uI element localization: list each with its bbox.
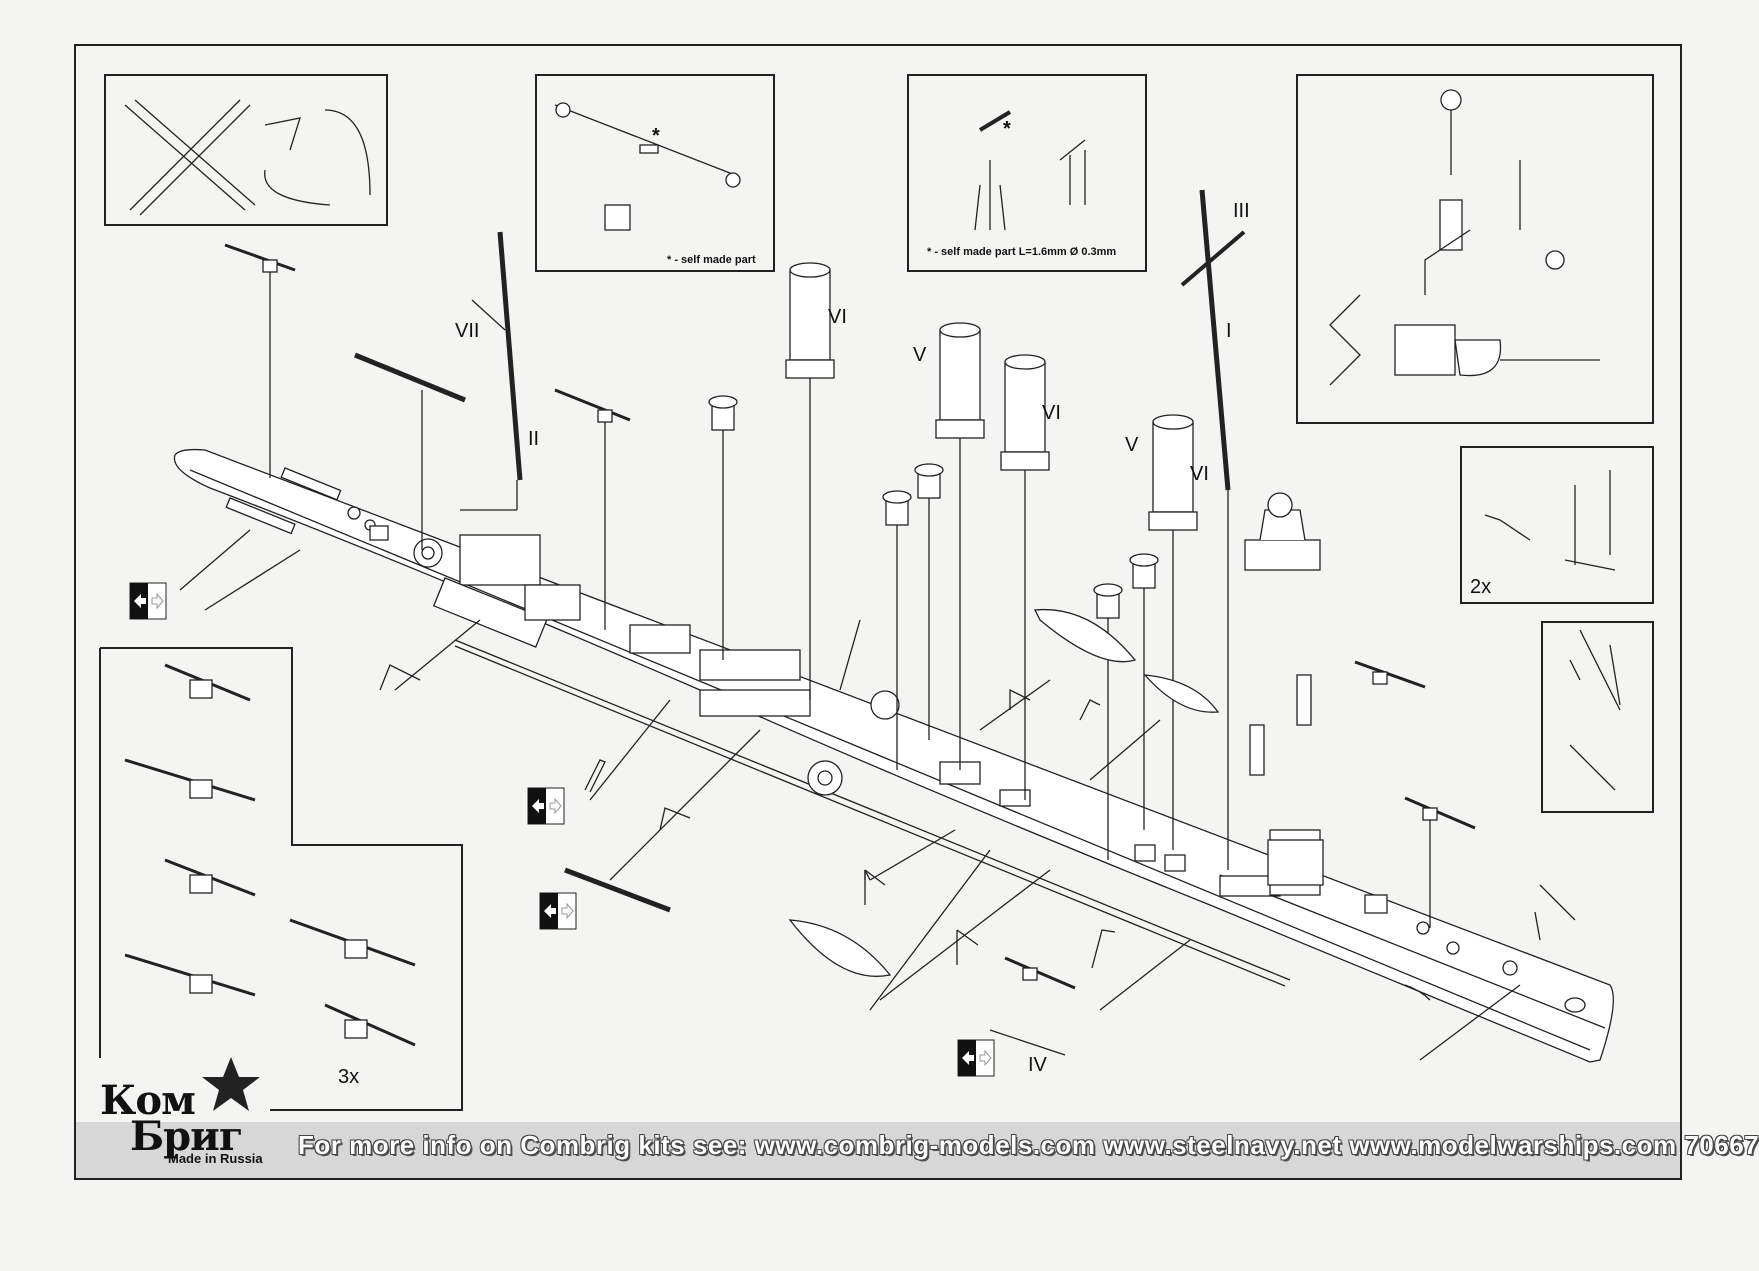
boats [788, 608, 1220, 977]
direction-icon [957, 1039, 995, 1077]
star-icon [202, 1057, 260, 1111]
count-2x: 2x [1470, 576, 1492, 598]
guns [224, 243, 1476, 990]
label-II: II [528, 428, 540, 450]
label-V-a: V [913, 344, 927, 366]
footer-band: For more info on Combrig kits see: www.c… [76, 1122, 1759, 1178]
direction-icon [129, 582, 167, 620]
self-made-note: * - self made part [667, 254, 756, 266]
direction-icon [539, 892, 577, 930]
label-IV: IV [1028, 1054, 1047, 1076]
label-III: III [1233, 200, 1250, 222]
inset-ladders-v [1569, 629, 1621, 791]
bridge [1244, 492, 1324, 886]
ventilators [708, 395, 1159, 860]
inset-2x-box: 2x [1460, 446, 1654, 604]
inset-yard-box: * - self made part L=1.6mm Ø 0.3mm [907, 74, 1147, 272]
combrig-logo: Ком Бриг Made in Russia [96, 1055, 276, 1175]
inset-davit-2x [1484, 470, 1616, 571]
inset-ladder-box [1541, 621, 1654, 813]
label-VII: VII [455, 320, 480, 342]
label-VI-c: VI [1190, 463, 1209, 485]
asterisk-marker: * [652, 125, 660, 147]
label-VI-b: VI [1042, 402, 1061, 424]
count-3x: 3x [338, 1066, 360, 1088]
logo-text-1: Ком [100, 1077, 196, 1124]
logo-text-2: Бриг [130, 1113, 243, 1160]
inset-bridge-box [1296, 74, 1654, 424]
inset-ladders [124, 99, 371, 216]
masts [460, 189, 1246, 870]
label-VI-a: VI [828, 306, 847, 328]
inset-ladders-box [104, 74, 388, 226]
footer-text: For more info on Combrig kits see: www.c… [298, 1130, 1759, 1160]
small-parts [379, 664, 1576, 1001]
asterisk-marker-2: * [1003, 118, 1011, 140]
inset-bridge-detail [1329, 89, 1600, 386]
made-in-label: Made in Russia [168, 1151, 263, 1166]
label-V-b: V [1125, 434, 1139, 456]
inset-gun-assembly [124, 663, 416, 1047]
inset-signal-yard [974, 110, 1086, 231]
inset-davit-box: * - self made part [535, 74, 775, 272]
label-I: I [1226, 320, 1232, 342]
self-made-dims-note: * - self made part L=1.6mm Ø 0.3mm [927, 246, 1117, 258]
direction-icon [527, 787, 565, 825]
inset-davit-rig [554, 102, 741, 231]
page-frame [74, 44, 1682, 1180]
